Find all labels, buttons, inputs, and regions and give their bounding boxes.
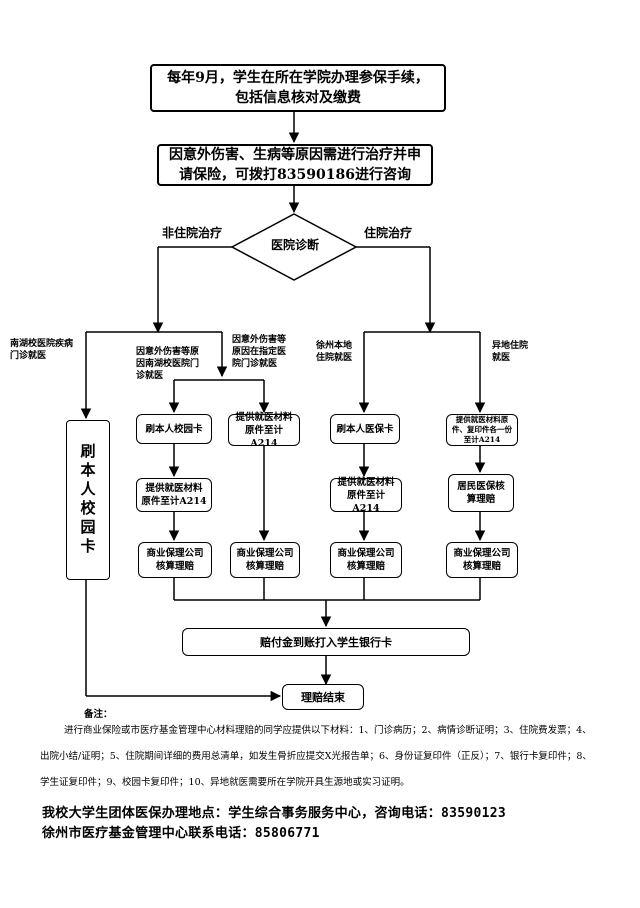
notes-label: 备注： [84,709,113,720]
diagnosis-label: 医院诊断 [270,238,319,252]
contact-school: 我校大学生团体医保办理地点：学生综合事务服务中心，咨询电话：83590123 [42,806,507,821]
contact-xuzhou: 徐州市医疗基金管理中心联系电话：85806771 [42,826,320,841]
notes-section: 备注： 进行商业保险或市医疗基金管理中心材料理赔的同学应提供以下材料：1、门诊病… [40,709,600,796]
commercial-settlement-3: 商业保理公司核算理赔 [330,542,402,578]
swipe-insurance-card-box: 刷本人医保卡 [330,414,400,444]
designated-hospital-label: 因意外伤害等原因在指定医院门诊就医 [232,335,287,369]
provide-materials-b-box: 提供就医材料原件至计A214 [136,478,212,512]
xuzhou-inpatient-label: 徐州本地住院就医 [316,341,353,363]
provide-materials-a-box: 提供就医材料原件至计A214 [228,412,300,449]
swipe-campus-card-vertical: 刷本人校园卡 [66,420,110,580]
branch-inpatient-label: 住院治疗 [364,226,413,240]
notes-text: 进行商业保险或市医疗基金管理中心材料理赔的同学应提供以下材料：1、门诊病历；2、… [40,725,592,788]
step2-apply-box: 因意外伤害、生病等原因需进行治疗并申请保险，可拨打83590186进行咨询 [157,144,433,186]
commercial-settlement-2: 商业保理公司核算理赔 [230,542,300,578]
claim-end-box: 理赔结束 [282,684,364,710]
payout-box: 赔付金到账打入学生银行卡 [182,628,470,656]
diagnosis-diamond [230,213,358,281]
commercial-settlement-4: 商业保理公司核算理赔 [446,542,518,578]
provide-materials-c-box: 提供就医材料原件至计A214 [330,477,402,514]
provide-copies-box: 提供就医材料原件、复印件各一份至计A214 [446,414,518,446]
remote-inpatient-label: 异地住院就医 [492,341,529,363]
commercial-settlement-1: 商业保理公司核算理赔 [138,542,212,578]
south-lake-outpatient-label: 南湖校医院疾病门诊就医 [10,339,74,361]
swipe-campus-card-box: 刷本人校园卡 [136,414,212,444]
resident-insurance-box: 居民医保核算理赔 [448,474,514,512]
campus-clinic-label: 因意外伤害等原因南湖校医院门诊就医 [136,347,200,381]
step1-enrollment-box: 每年9月，学生在所在学院办理参保手续，包括信息核对及缴费 [150,64,446,112]
branch-non-inpatient-label: 非住院治疗 [162,226,223,240]
